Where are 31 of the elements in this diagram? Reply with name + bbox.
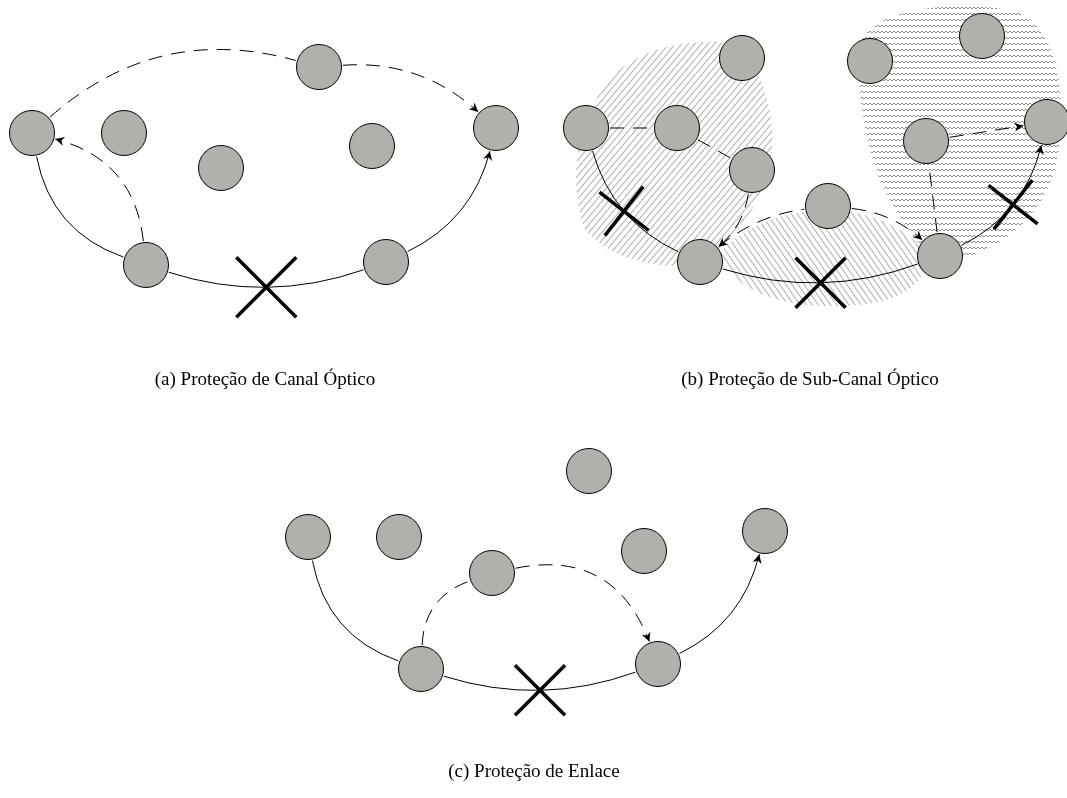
- node-circle: [677, 239, 723, 285]
- figure-caption: (c) Proteção de Enlace: [448, 760, 620, 782]
- node-circle: [285, 514, 331, 560]
- node-circle: [621, 528, 667, 574]
- node-circle: [563, 105, 609, 151]
- node-circle: [473, 105, 519, 151]
- node-circle: [363, 239, 409, 285]
- node-circle: [198, 145, 244, 191]
- dashed-arrow: [851, 208, 923, 241]
- arrow: [679, 553, 762, 654]
- node-circle: [719, 35, 765, 81]
- dashed-arrow: [342, 64, 479, 113]
- node-circle: [123, 242, 169, 288]
- node-circle: [635, 641, 681, 687]
- node-circle: [349, 123, 395, 169]
- dashed-arrow: [717, 193, 749, 248]
- node-circle: [9, 110, 55, 156]
- figure-caption: (a) Proteção de Canal Óptico: [154, 368, 376, 390]
- node-circle: [847, 38, 893, 84]
- dashed-arrow: [515, 564, 650, 643]
- arrow: [407, 150, 492, 253]
- node-circle: [296, 44, 342, 90]
- node-circle: [566, 448, 612, 494]
- node-circle: [742, 508, 788, 554]
- figure-caption: (b) Proteção de Sub-Canal Óptico: [681, 368, 939, 390]
- node-circle: [469, 550, 515, 596]
- node-circle: [376, 514, 422, 560]
- node-circle: [101, 110, 147, 156]
- dashed-arrow: [54, 137, 144, 242]
- node-circle: [398, 646, 444, 692]
- node-circle: [805, 183, 851, 229]
